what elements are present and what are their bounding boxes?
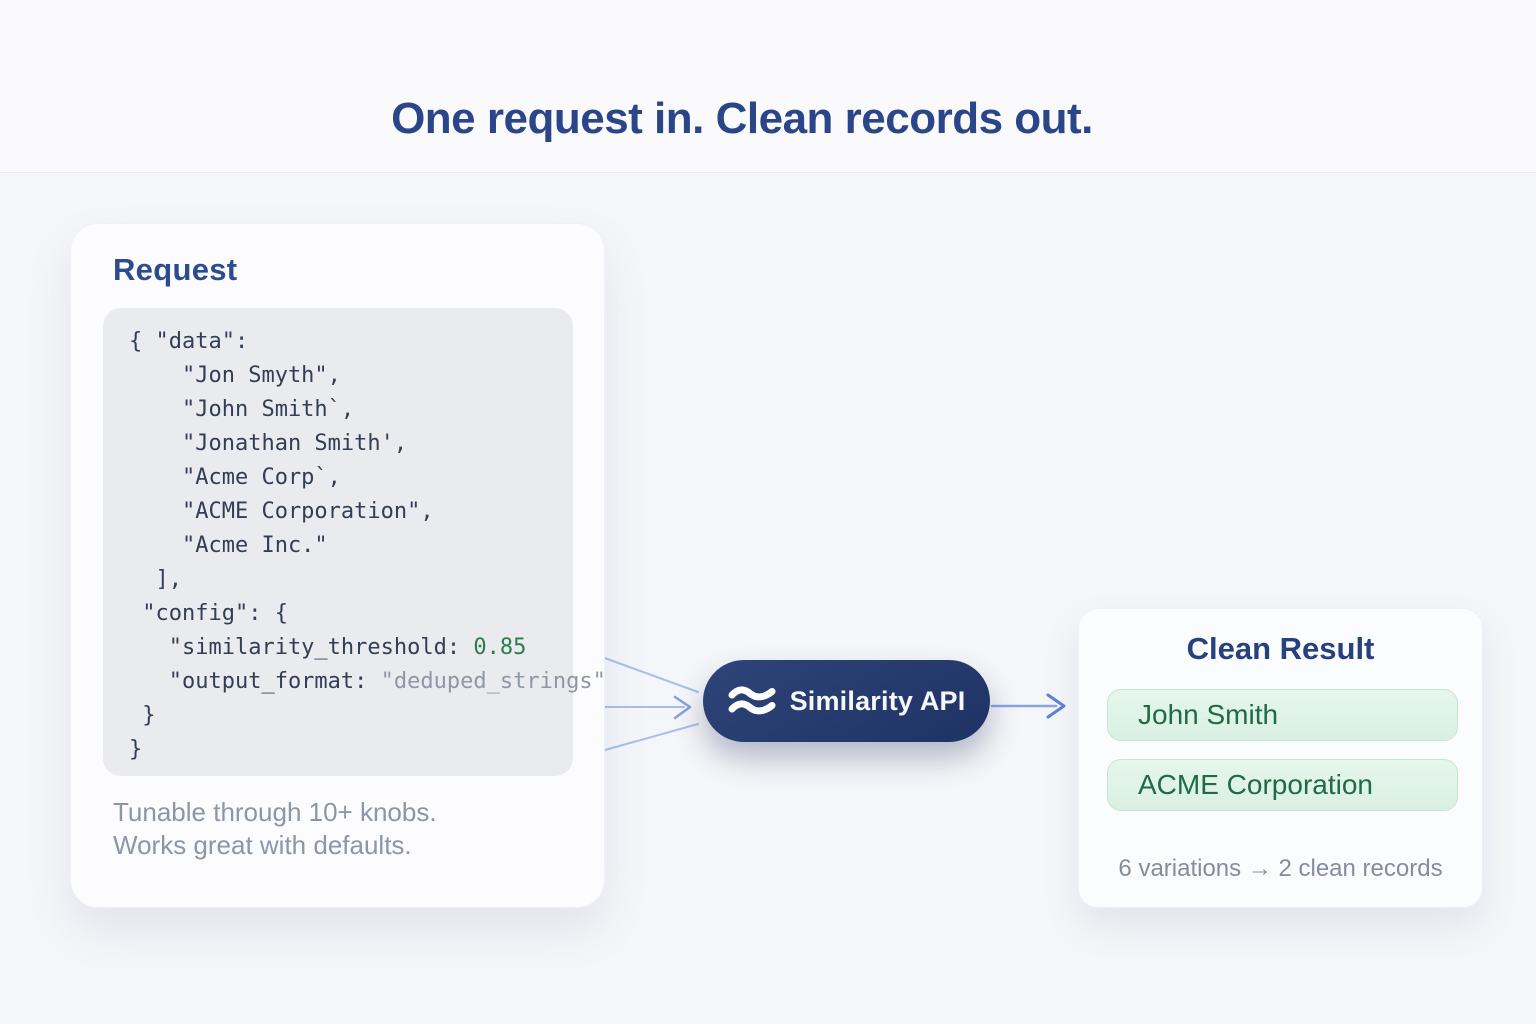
code-line: "similarity_threshold: 0.85: [129, 635, 527, 660]
code-line: "John Smith`,: [129, 397, 355, 422]
result-summary: 6 variations → 2 clean records: [1118, 855, 1443, 882]
similarity-api-label: Similarity API: [789, 685, 966, 716]
code-line: "Jonathan Smith',: [129, 431, 408, 456]
request-card-heading: Request: [113, 252, 238, 287]
code-line: ],: [129, 567, 182, 592]
knobs-note-line2: Works great with defaults.: [113, 830, 412, 860]
header-band: One request in. Clean records out.: [0, 0, 1536, 173]
similarity-api-node[interactable]: Similarity API: [703, 660, 990, 742]
record-list: John Smith ACME Corporation: [1107, 689, 1458, 829]
code-line: "config": {: [129, 601, 288, 626]
code-line: "output_format: "deduped_strings": [129, 669, 606, 694]
arrow-head-right: [1046, 693, 1066, 719]
knobs-note-line1: Tunable through 10+ knobs.: [113, 797, 437, 827]
code-line: { "data":: [129, 329, 249, 354]
code-line: "Acme Corp`,: [129, 465, 341, 490]
code-line: }: [129, 737, 143, 762]
knobs-note: Tunable through 10+ knobs. Works great w…: [113, 796, 437, 862]
clean-result-heading: Clean Result: [1186, 631, 1375, 666]
clean-result-card: Clean Result John Smith ACME Corporation…: [1078, 608, 1483, 908]
code-line: "Jon Smyth",: [129, 363, 341, 388]
code-block: { "data": "Jon Smyth", "John Smith`, "Jo…: [103, 308, 606, 776]
page-title: One request in. Clean records out.: [391, 94, 1093, 143]
code-line: "Acme Inc.": [129, 533, 328, 558]
request-card: Request { "data": "Jon Smyth", "John Smi…: [70, 223, 606, 908]
arrow-head-middle: [673, 695, 692, 720]
approx-waves-icon: [728, 686, 776, 715]
record-pill-acme-corporation: ACME Corporation: [1107, 759, 1458, 811]
code-line: "ACME Corporation",: [129, 499, 434, 524]
record-pill-john-smith: John Smith: [1107, 689, 1458, 741]
code-line: }: [129, 703, 156, 728]
